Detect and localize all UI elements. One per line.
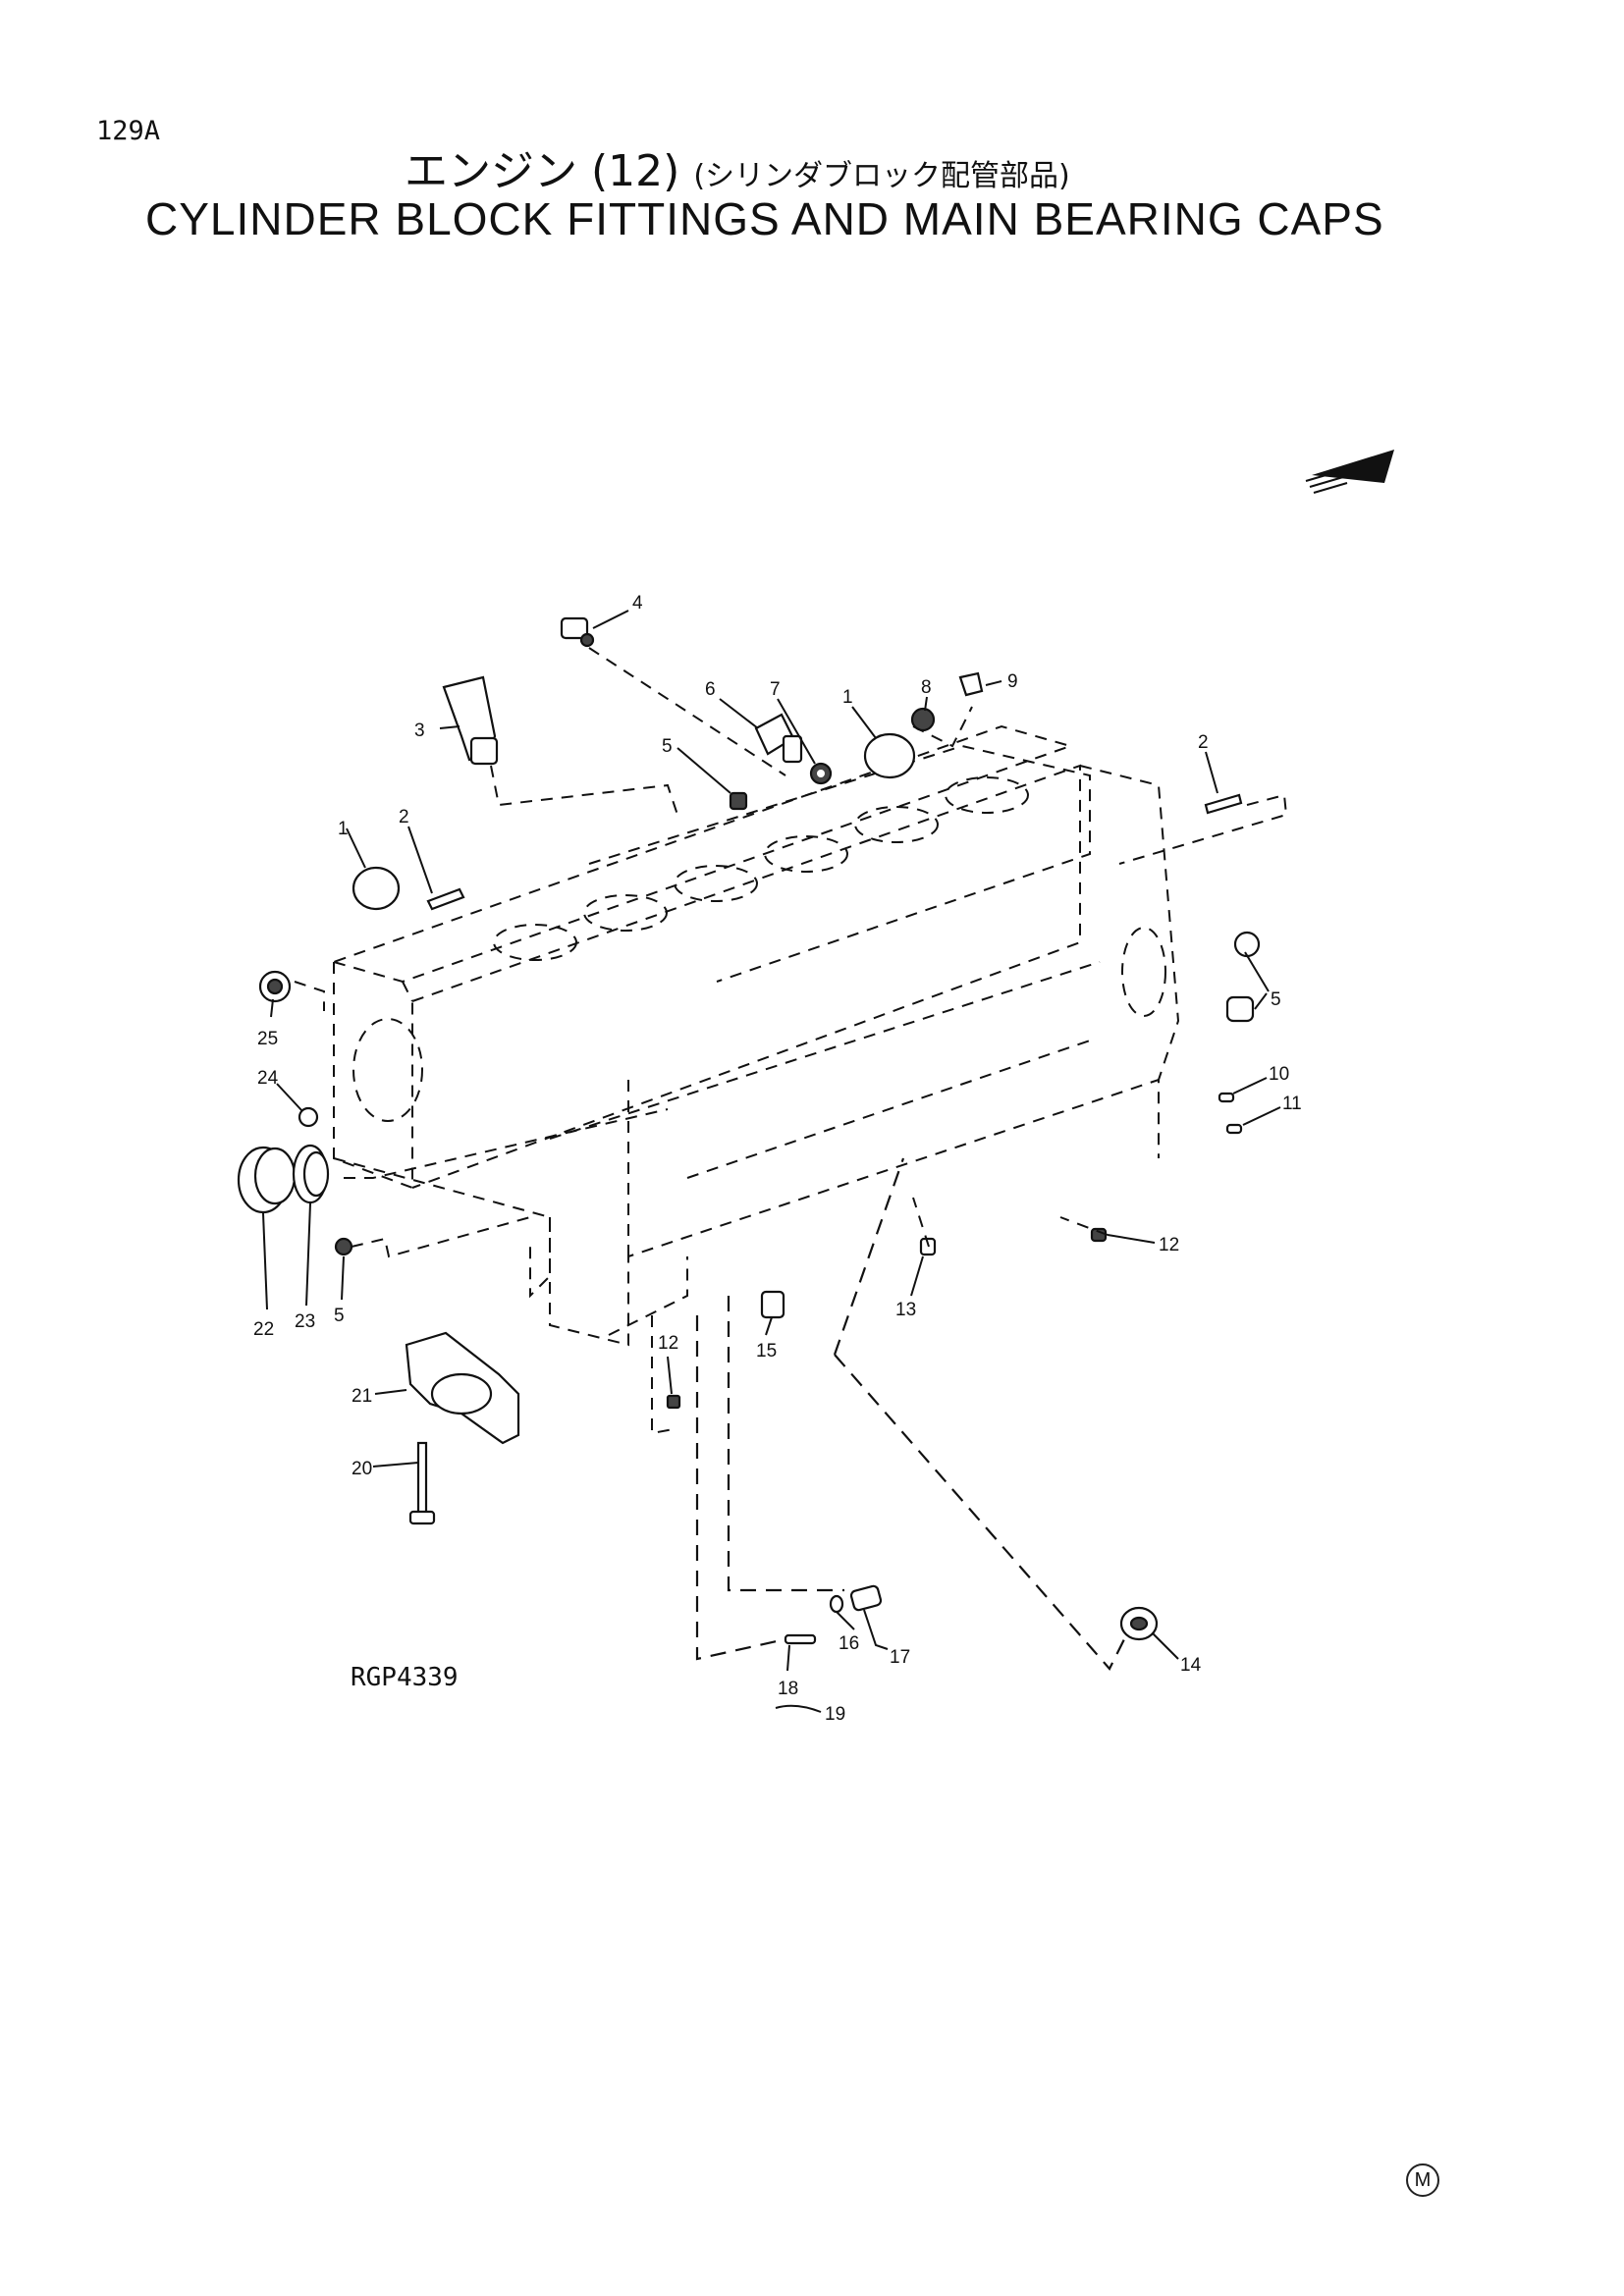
part-23-ring (292, 1144, 330, 1204)
callout-16: 16 (839, 1633, 859, 1654)
part-15-cap (760, 1290, 785, 1319)
callout-15: 15 (756, 1341, 777, 1362)
callout-14: 14 (1180, 1655, 1202, 1676)
part-5-plug-top (729, 791, 748, 811)
callout-7: 7 (770, 679, 781, 700)
title-english: CYLINDER BLOCK FITTINGS AND MAIN BEARING… (145, 193, 1384, 244)
part-7-washer (809, 762, 833, 785)
part-1-cap-left (352, 866, 401, 911)
part-14-cap (1119, 1606, 1159, 1641)
part-25-plug (258, 970, 292, 1003)
callout-17: 17 (890, 1647, 910, 1668)
part-18-pin (784, 1633, 817, 1645)
callout-13: 13 (895, 1300, 916, 1320)
callout-5-top: 5 (662, 736, 673, 757)
figure-reference: RGP4339 (351, 1663, 459, 1692)
callout-24: 24 (257, 1068, 279, 1089)
part-9-plug (958, 671, 984, 697)
part-12-plug-lower (666, 1394, 681, 1410)
leader-lines (262, 610, 1281, 1713)
part-5-plug-left (334, 1237, 353, 1256)
callout-22: 22 (253, 1319, 274, 1340)
callout-1-top: 1 (842, 687, 853, 708)
part-16-washer (829, 1594, 844, 1614)
part-21-bearing-cap (405, 1331, 520, 1445)
callout-11: 11 (1282, 1094, 1302, 1114)
callout-1-left: 1 (338, 819, 349, 839)
callout-labels: 4 3 6 7 1 8 9 5 2 1 2 25 24 5 10 11 12 1… (253, 593, 1302, 1725)
title-japanese-main: エンジン (12) (405, 146, 680, 196)
circled-mark: M (1406, 2163, 1439, 2197)
part-6-sensor (754, 713, 803, 764)
part-2-pin-right (1204, 793, 1243, 815)
callout-3: 3 (414, 721, 425, 741)
part-3-tube (442, 675, 499, 766)
callout-21: 21 (352, 1386, 372, 1407)
callout-10: 10 (1269, 1064, 1289, 1085)
callout-25: 25 (257, 1029, 278, 1049)
callout-4: 4 (632, 593, 643, 614)
part-24-plug (298, 1106, 319, 1128)
title-japanese-sub: (シリンダブロック配管部品) (693, 159, 1070, 193)
callout-23: 23 (295, 1311, 315, 1332)
callout-8: 8 (921, 677, 932, 698)
direction-arrow-icon (1305, 450, 1394, 494)
title-japanese: エンジン (12) (シリンダブロック配管部品) (405, 135, 1070, 198)
cylinder-block-outline (330, 724, 1180, 1347)
part-5-plug-right (1225, 931, 1261, 1023)
part-2-pin-left (426, 887, 465, 911)
callout-18: 18 (778, 1679, 798, 1699)
part-17-plug (849, 1584, 883, 1612)
callout-20: 20 (352, 1459, 372, 1479)
page-id: 129A (96, 116, 161, 146)
callout-5-left: 5 (334, 1306, 345, 1326)
callout-12-right: 12 (1159, 1235, 1179, 1255)
part-11-pin (1225, 1123, 1243, 1135)
part-22-cap (237, 1146, 297, 1214)
callout-9: 9 (1007, 671, 1018, 692)
part-1-cap-top (863, 732, 916, 779)
assembly-lines (294, 647, 1288, 1671)
callout-2-right: 2 (1198, 732, 1209, 753)
part-20-bolt (408, 1441, 436, 1525)
cylinder-bores (352, 776, 1166, 1122)
part-4-fitting (560, 616, 595, 648)
callout-5-right: 5 (1271, 989, 1281, 1010)
part-10-pin (1218, 1092, 1235, 1103)
callout-19: 19 (825, 1704, 845, 1725)
callout-12-lower: 12 (658, 1333, 678, 1354)
callout-6: 6 (705, 679, 716, 700)
callout-2-left: 2 (399, 807, 409, 828)
